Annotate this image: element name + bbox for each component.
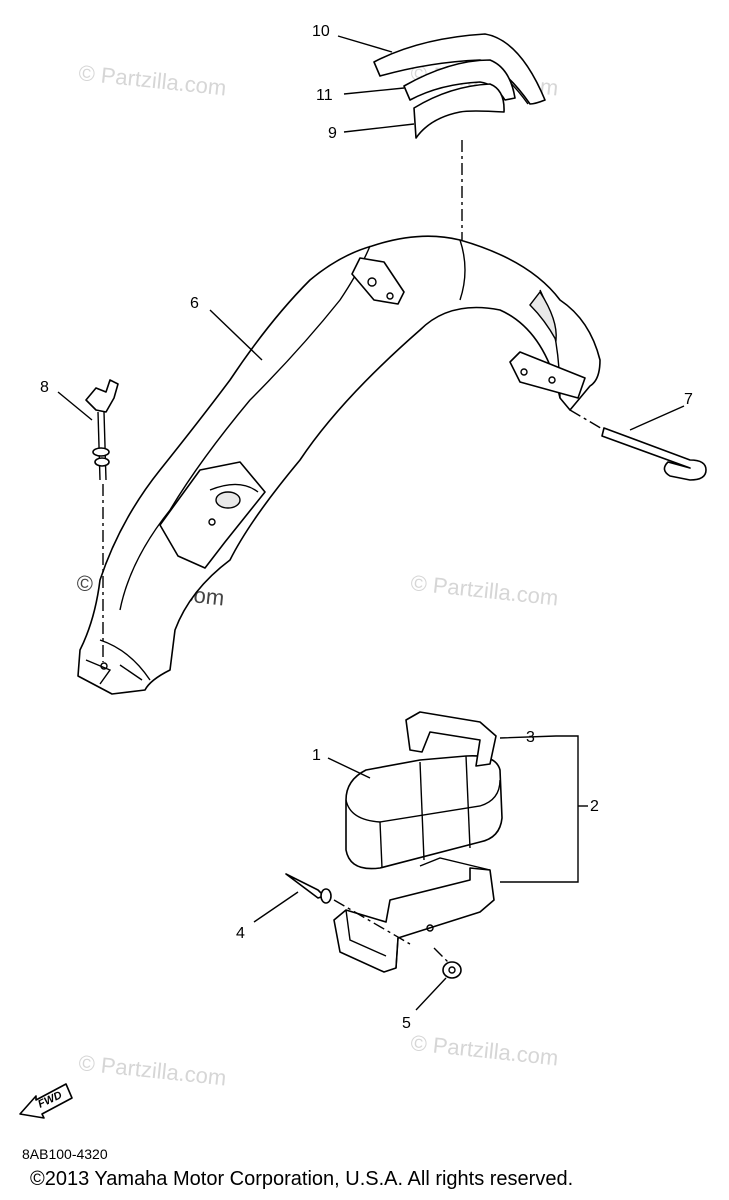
pad-9 xyxy=(413,83,505,139)
nut-5 xyxy=(433,947,462,979)
copyright-notice: ©2013 Yamaha Motor Corporation, U.S.A. A… xyxy=(30,1168,574,1190)
callout-11: 11 xyxy=(316,87,333,104)
fwd-arrow-icon: FWD xyxy=(19,1083,73,1119)
callout-9: 9 xyxy=(328,125,337,142)
pin-7 xyxy=(569,409,707,481)
box-1 xyxy=(345,754,503,870)
diagram-code: 8AB100-4320 xyxy=(22,1146,108,1162)
watermark: © Partzilla.com xyxy=(409,570,559,610)
strap-3 xyxy=(405,711,497,767)
callout-8: 8 xyxy=(40,379,49,396)
callout-3: 3 xyxy=(526,729,535,746)
rear-fender-6 xyxy=(77,235,601,695)
callout-6: 6 xyxy=(190,295,199,312)
watermark: © Partzilla.com xyxy=(77,1050,227,1090)
callout-1: 1 xyxy=(312,747,321,764)
callout-2: 2 xyxy=(590,798,599,815)
tray-2 xyxy=(333,857,495,973)
callout-7: 7 xyxy=(684,391,693,408)
leader-lines xyxy=(57,35,685,1011)
callout-10: 10 xyxy=(312,23,330,40)
watermark: © Partzilla.com xyxy=(77,60,227,100)
pad-11 xyxy=(403,59,516,101)
watermark: © Partzilla.com xyxy=(409,1030,559,1070)
callout-5: 5 xyxy=(402,1015,411,1032)
callout-4: 4 xyxy=(236,925,245,942)
screw-4 xyxy=(285,873,411,945)
wing-bolt-8 xyxy=(85,379,119,662)
